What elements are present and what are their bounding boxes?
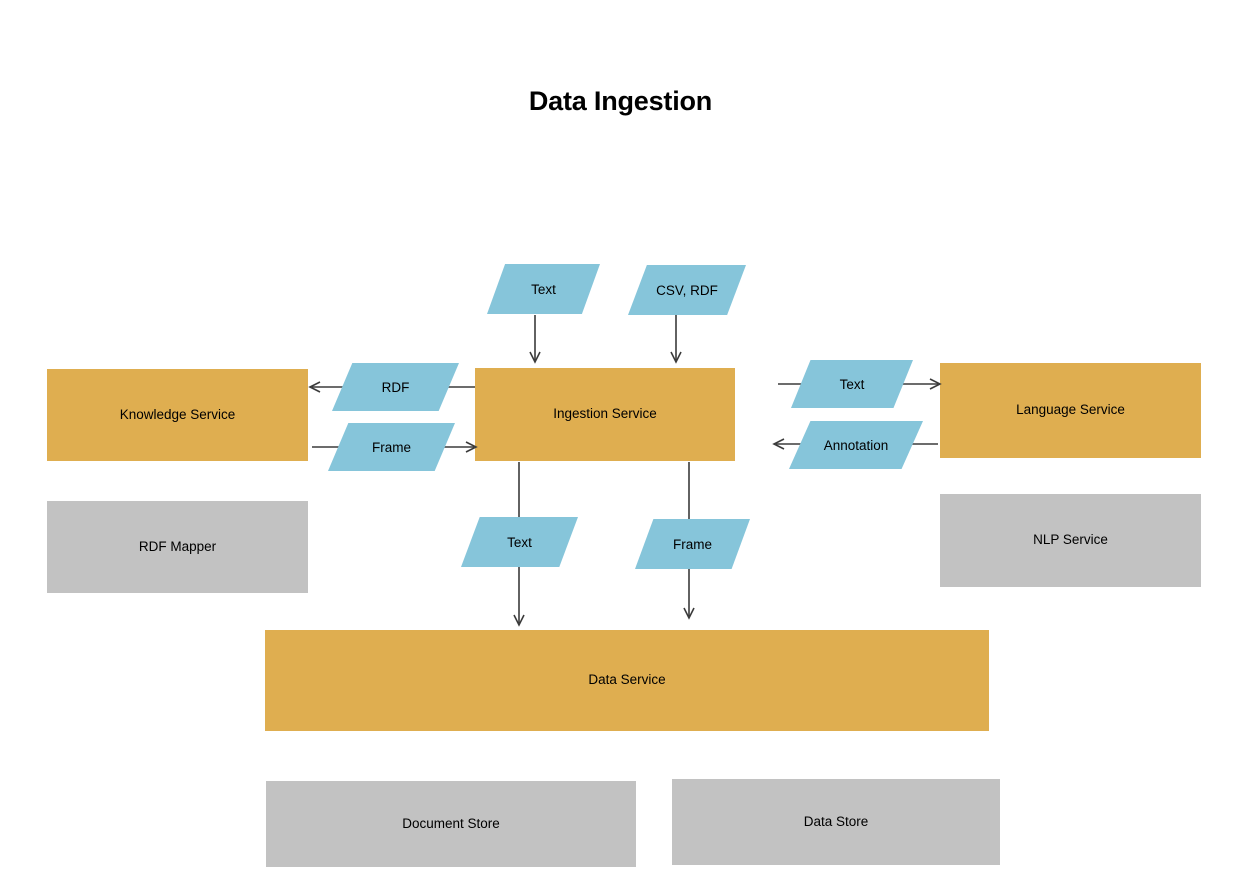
service-label: Data Service (588, 672, 666, 688)
data-object-label: Frame (371, 439, 411, 455)
data-object-label: Text (839, 376, 865, 392)
component-nlp-service[interactable]: NLP Service (940, 494, 1201, 587)
data-object-label: Text (531, 281, 556, 297)
data-object-label: Annotation (823, 437, 889, 453)
component-label: NLP Service (1033, 532, 1108, 548)
service-label: Knowledge Service (119, 406, 236, 422)
data-object-input-csv-rdf[interactable]: CSV, RDF (628, 265, 746, 315)
component-label: Document Store (402, 815, 500, 831)
service-knowledge-service[interactable]: Knowledge Service (47, 369, 308, 461)
component-label: RDF Mapper (138, 538, 217, 554)
data-object-output-text[interactable]: Text (461, 517, 578, 567)
flow-input-text-to-ingestion (529, 315, 541, 364)
page-title: Data Ingestion (528, 86, 713, 116)
data-object-annotation[interactable]: Annotation (789, 421, 923, 469)
data-object-frame-left[interactable]: Frame (328, 423, 455, 471)
service-data-service[interactable]: Data Service (265, 630, 989, 731)
data-object-label: Text (507, 534, 532, 550)
component-data-store[interactable]: Data Store (672, 779, 1000, 865)
service-label: Language Service (1016, 402, 1125, 418)
component-rdf-mapper[interactable]: RDF Mapper (47, 501, 308, 593)
data-object-label: CSV, RDF (656, 282, 718, 298)
data-object-label: Frame (672, 536, 712, 552)
data-object-rdf[interactable]: RDF (332, 363, 459, 411)
service-language-service[interactable]: Language Service (940, 363, 1201, 458)
component-document-store[interactable]: Document Store (266, 781, 636, 867)
data-object-language-text[interactable]: Text (791, 360, 913, 408)
component-label: Data Store (803, 813, 869, 829)
data-object-label: RDF (381, 379, 410, 395)
flow-input-csv-to-ingestion (670, 315, 682, 364)
data-object-input-text[interactable]: Text (487, 264, 600, 314)
service-label: Ingestion Service (553, 406, 657, 422)
service-ingestion-service[interactable]: Ingestion Service (475, 368, 735, 461)
data-object-output-frame[interactable]: Frame (635, 519, 750, 569)
